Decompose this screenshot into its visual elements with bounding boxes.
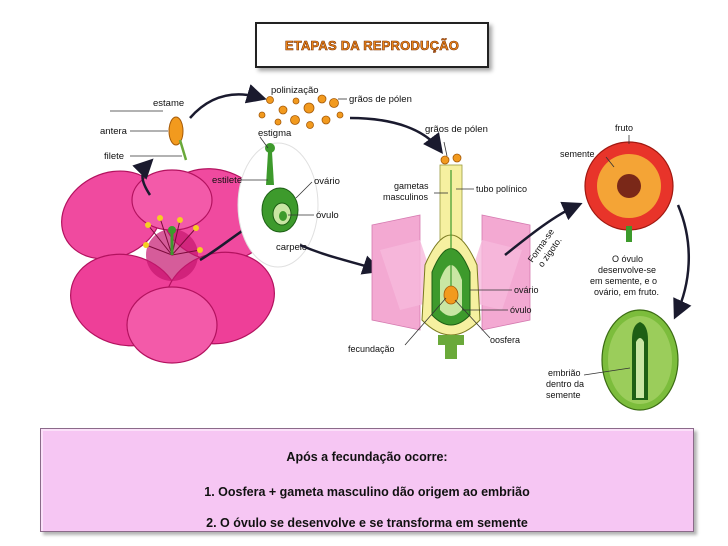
label-embriao-1: embrião bbox=[548, 368, 581, 378]
title-box: ETAPAS DA REPRODUÇÃO bbox=[255, 22, 489, 68]
page-title: ETAPAS DA REPRODUÇÃO bbox=[284, 37, 460, 53]
label-ovulo-desenvolve-2: desenvolve-se bbox=[598, 265, 656, 275]
arrow-to-seed bbox=[673, 204, 692, 320]
info-line-1: 1. Oosfera + gameta masculino dão origem… bbox=[204, 485, 530, 499]
label-ovulo-desenvolve-3: em semente, e o bbox=[590, 276, 657, 286]
label-graos-polen-top: grãos de pólen bbox=[349, 94, 412, 105]
arrow-to-fruit bbox=[504, 201, 583, 256]
label-oosfera: oosfera bbox=[490, 335, 520, 345]
label-polinizacao: polinização bbox=[271, 85, 319, 96]
label-graos-polen-mid: grãos de pólen bbox=[425, 124, 488, 135]
label-gametas-1: gametas bbox=[394, 181, 429, 191]
label-filete: filete bbox=[104, 151, 124, 162]
label-gametas-2: masculinos bbox=[383, 192, 429, 202]
arrow-stamen-to-pollen bbox=[189, 84, 267, 119]
pollen-grains bbox=[258, 94, 344, 129]
info-line-2: 2. O óvulo se desenvolve e se transforma… bbox=[206, 516, 528, 530]
label-ovulo-mid: óvulo bbox=[510, 305, 532, 315]
label-embriao-2: dentro da bbox=[546, 379, 584, 389]
reproduction-diagram: estame antera filete polinização grãos d… bbox=[61, 84, 692, 411]
label-ovulo-carpel: óvulo bbox=[316, 210, 339, 221]
label-tubo-polinico: tubo polínico bbox=[476, 184, 527, 194]
label-ovulo-desenvolve-1: O óvulo bbox=[612, 254, 643, 264]
label-semente: semente bbox=[560, 149, 595, 159]
label-embriao-3: semente bbox=[546, 390, 581, 400]
stamen-illustration bbox=[168, 116, 188, 161]
fruit-illustration bbox=[584, 141, 674, 242]
label-ovario-mid: ovário bbox=[514, 285, 539, 295]
arrow-carpel-to-fertilization bbox=[299, 243, 383, 275]
label-ovulo-desenvolve-4: ovário, em fruto. bbox=[594, 287, 659, 297]
label-carpelo: carpelo bbox=[276, 242, 307, 253]
info-heading: Após a fecundação ocorre: bbox=[286, 450, 448, 464]
flower-illustration bbox=[61, 168, 275, 364]
label-estame: estame bbox=[153, 98, 184, 109]
label-estigma: estigma bbox=[258, 128, 292, 139]
info-box: Após a fecundação ocorre: 1. Oosfera + g… bbox=[40, 428, 694, 532]
arrow-pollen-to-fertilization bbox=[349, 116, 444, 154]
label-antera: antera bbox=[100, 126, 128, 137]
label-fruto: fruto bbox=[615, 123, 633, 133]
label-ovario-carpel: ovário bbox=[314, 176, 340, 187]
arrow-flower-to-stamen bbox=[132, 158, 154, 196]
label-fecundacao: fecundação bbox=[348, 344, 395, 354]
label-estilete: estilete bbox=[212, 175, 242, 186]
carpel-illustration bbox=[237, 142, 319, 268]
seed-illustration bbox=[601, 309, 679, 411]
